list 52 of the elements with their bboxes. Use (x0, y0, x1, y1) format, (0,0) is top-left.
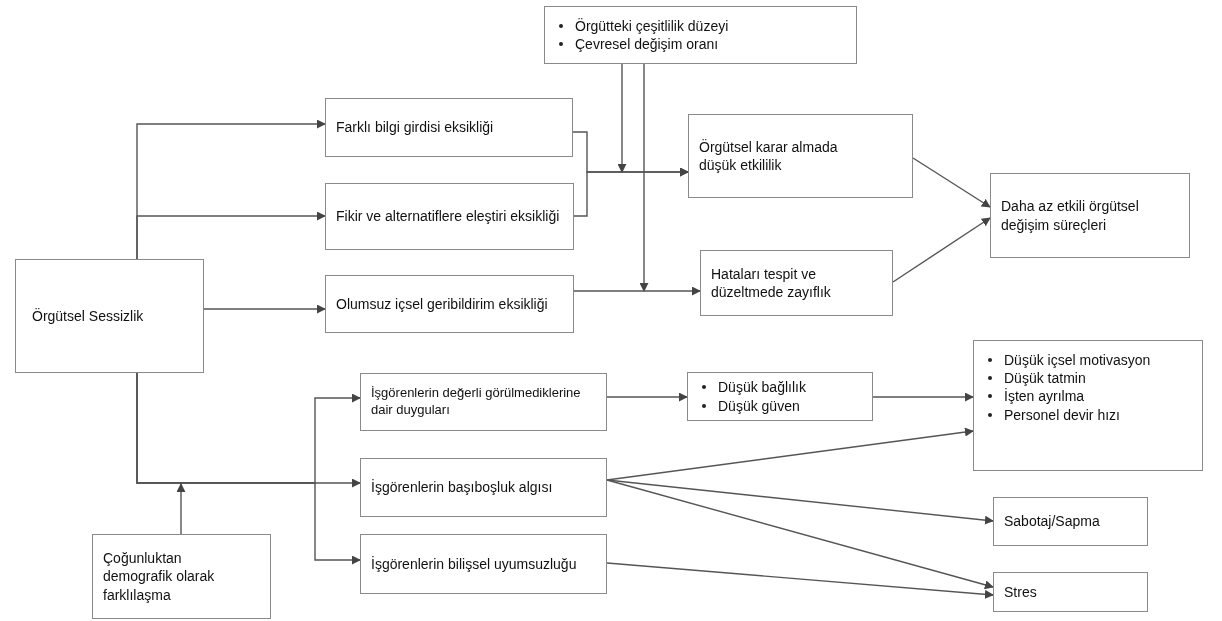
process-box (92, 534, 271, 619)
arrow (136, 211, 326, 260)
process-box (325, 275, 574, 333)
box-label: Örgütsel karar almada düşük etkililik (699, 137, 839, 175)
process-box (993, 497, 1148, 546)
box-label: Örgütsel Sessizlik (32, 306, 145, 326)
box-label: Sabotaj/Sapma (1004, 512, 1101, 531)
box-label: İşgörenlerin değerli görülmediklerine dair duyguları (371, 385, 582, 419)
arrow (203, 304, 326, 314)
process-box (688, 114, 913, 198)
bullet-item: Düşük güven (718, 396, 800, 415)
box-label: Fikir ve alternatiflere eleştiri eksikliği (336, 207, 561, 226)
process-box (544, 6, 857, 64)
arrow (176, 483, 186, 535)
bullet-item: Düşük içsel motivasyon (1004, 351, 1151, 370)
process-box (325, 98, 573, 157)
process-box (360, 534, 607, 594)
box-label: Farklı bilgi girdisi eksikliği (336, 118, 495, 137)
box-label: Daha az etkili örgütsel değişim süreçleri (1001, 197, 1140, 234)
box-label: Stres (1004, 582, 1038, 602)
arrow (573, 167, 689, 217)
arrow (606, 479, 994, 590)
bullet-item: Örgütteki çeşitlilik düzeyi (575, 16, 729, 35)
arrow (617, 63, 627, 173)
bullet-item: Düşük bağlılık (718, 378, 806, 397)
box-label: Olumsuz içsel geribildirim eksikliği (336, 294, 549, 314)
process-box (700, 250, 893, 316)
process-box (973, 340, 1203, 471)
arrow (892, 217, 991, 283)
bullet-item: Düşük tatmin (1004, 369, 1086, 388)
arrow (872, 392, 974, 402)
bullet-item: Personel devir hızı (1004, 405, 1120, 424)
process-box (325, 183, 574, 250)
box-label: İşgörenlerin bilişsel uyumsuzluğu (371, 554, 578, 574)
process-box (360, 458, 607, 517)
arrow (136, 372, 361, 565)
box-label: İşgörenlerin başıboşluk algısı (371, 478, 554, 497)
arrow (573, 286, 701, 296)
bullet-item: İşten ayrılma (1004, 387, 1085, 406)
arrow (639, 63, 649, 292)
process-box (993, 572, 1148, 612)
box-label: Çoğunluktan demografik olarak farklılaşma (103, 549, 216, 604)
arrow (606, 392, 688, 402)
arrow (606, 562, 994, 599)
process-box (15, 259, 204, 373)
box-label: Hataları tespit ve düzeltmede zayıflık (711, 264, 832, 302)
arrow (912, 157, 991, 208)
process-box (360, 373, 607, 431)
process-box (990, 173, 1190, 258)
arrow (606, 427, 974, 481)
bullet-item: Çevresel değişim oranı (575, 35, 719, 54)
process-box (687, 372, 873, 421)
